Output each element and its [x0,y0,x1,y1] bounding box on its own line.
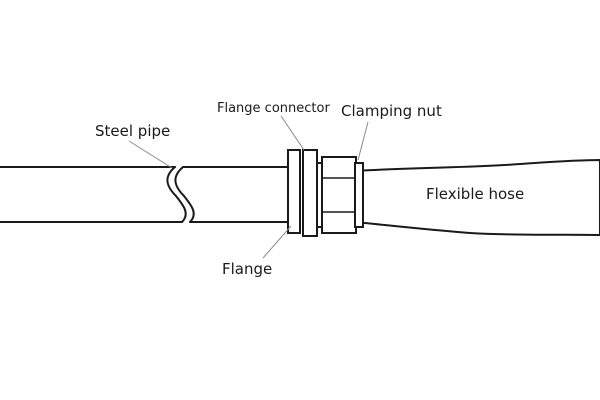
label-steel-pipe: Steel pipe [95,122,170,140]
leader-flange [262,225,292,259]
label-clamping-nut: Clamping nut [341,102,442,120]
leader-clamping-nut [357,121,369,161]
steel-pipe-break-right [174,166,195,223]
nut-body [321,156,357,234]
label-flange-connector: Flange connector [217,101,330,116]
label-flexible-hose: Flexible hose [426,185,524,203]
steel-pipe [0,166,289,223]
flange-plate [287,149,301,234]
flange-connector-plate [302,149,318,237]
steel-pipe-break-left [166,166,187,223]
leader-flange-connector [280,115,305,151]
nut-collar [354,162,364,228]
label-flange: Flange [222,260,272,278]
clamping-nut [316,156,364,234]
leader-steel-pipe [128,140,173,169]
